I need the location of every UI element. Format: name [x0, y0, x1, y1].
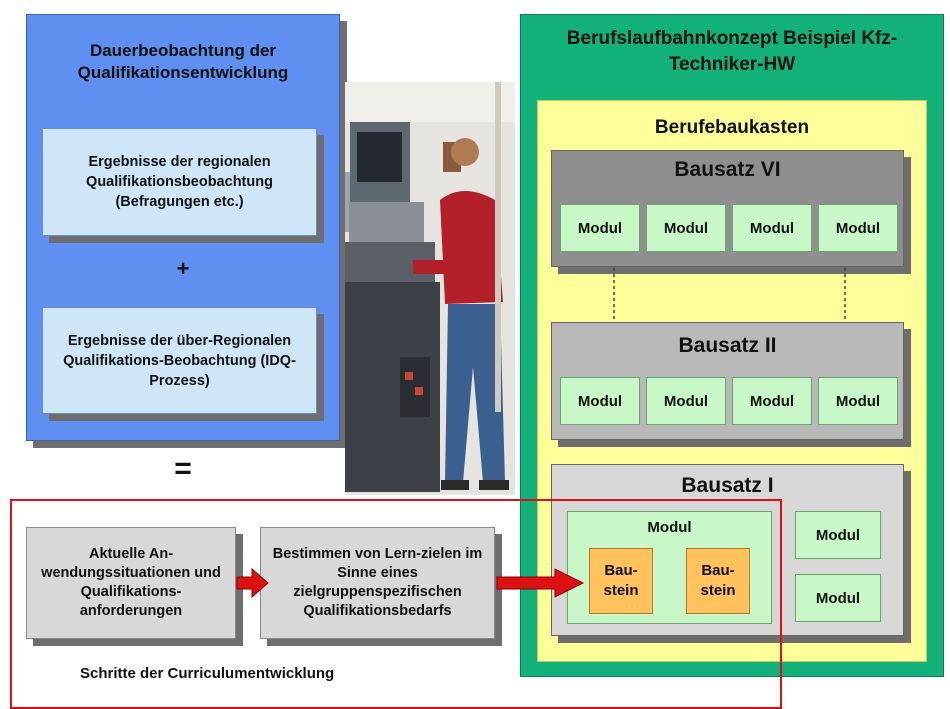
bausatz-ii-modul-3: Modul — [732, 377, 812, 425]
bausatz-ii-modul-4: Modul — [818, 377, 898, 425]
plus-sign: + — [176, 256, 190, 281]
bausatz-vi-modul-1: Modul — [560, 204, 640, 252]
bausatz-vi-modul-3: Modul — [732, 204, 812, 252]
arrow-step-1-icon — [236, 567, 269, 599]
box-regional-observation: Ergebnisse der regionalen Qualifikations… — [42, 128, 317, 236]
bausatz-vi-modul-2: Modul — [646, 204, 726, 252]
workshop-photo — [345, 82, 515, 495]
step-current-requirements: Aktuelle An-wendungssituationen und Qual… — [26, 527, 236, 639]
connector-overlay — [236, 268, 846, 599]
career-concept-title: Berufslaufbahnkonzept Beispiel Kfz-Techn… — [566, 28, 898, 75]
job-kit-title: Berufebaukasten — [654, 117, 810, 138]
bausatz-i-modul-side-1: Modul — [795, 511, 881, 559]
equals-sign: = — [174, 452, 192, 485]
bausatz-vi-modul-4: Modul — [818, 204, 898, 252]
bausatz-ii-modul-2: Modul — [646, 377, 726, 425]
arrow-step-2-icon — [496, 568, 585, 598]
baustein-1: Bau-stein — [589, 548, 653, 614]
bausatz-ii-title: Bausatz II — [678, 334, 777, 357]
bausatz-i-main-modul-label: Modul — [647, 518, 692, 536]
left-panel-title: Dauerbeobachtung der Qualifikationsentwi… — [77, 41, 289, 82]
bausatz-ii-modul-1: Modul — [560, 377, 640, 425]
curriculum-steps-caption: Schritte der Curriculumentwicklung — [80, 665, 335, 682]
baustein-2: Bau-stein — [686, 548, 750, 614]
box-supraregional-observation: Ergebnisse der über-Regionalen Qualifika… — [42, 307, 317, 414]
bausatz-i-modul-side-2: Modul — [795, 574, 881, 622]
bausatz-vi-title: Bausatz VI — [674, 158, 781, 181]
bausatz-i-title: Bausatz I — [681, 474, 774, 497]
